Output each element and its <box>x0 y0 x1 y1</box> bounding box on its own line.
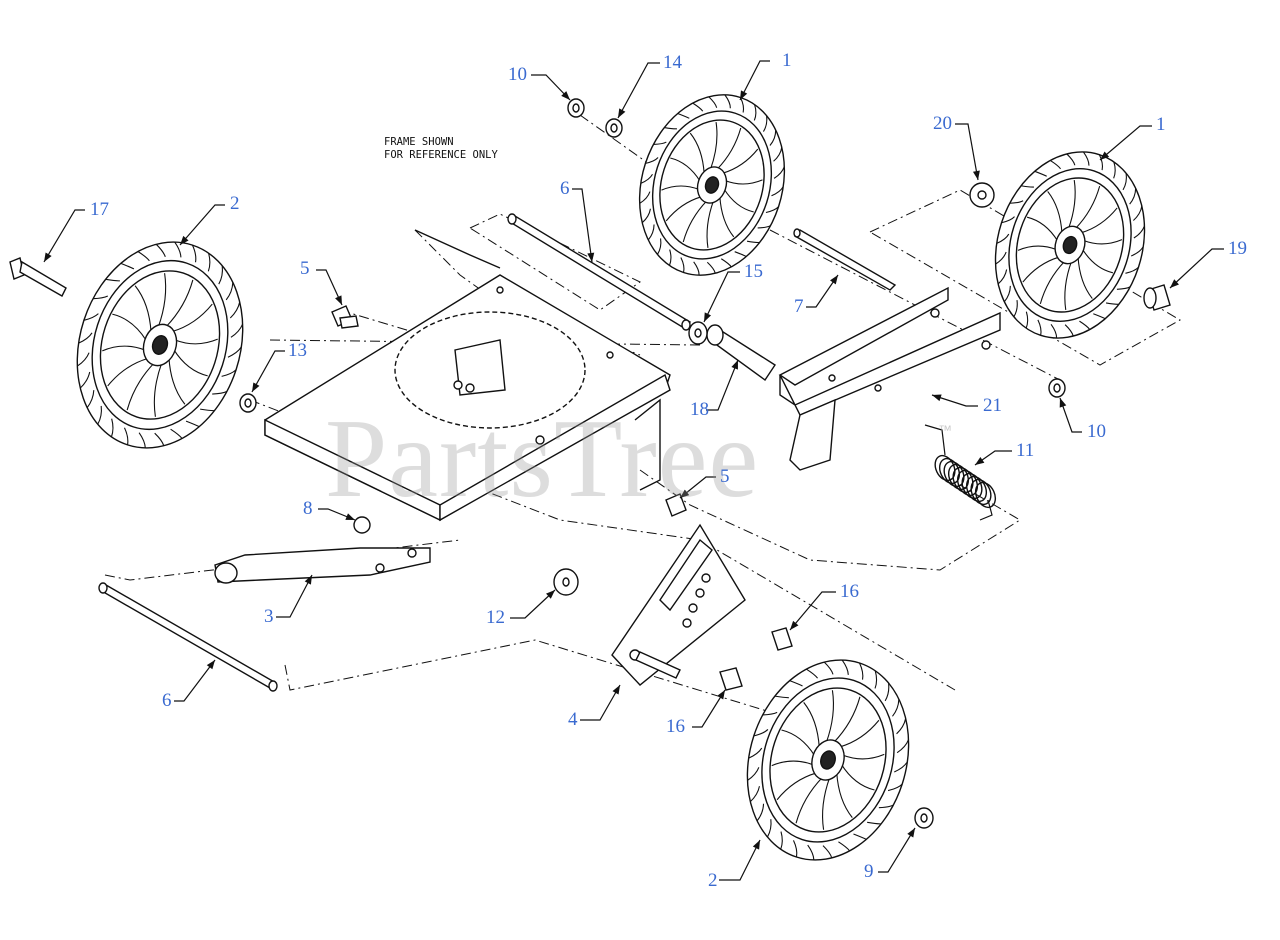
bushing-19 <box>1143 284 1171 311</box>
callout-14[interactable]: 14 <box>663 52 682 73</box>
axle-rod-6-upper <box>507 213 692 331</box>
callout-10-right[interactable]: 10 <box>1087 421 1106 442</box>
callout-11[interactable]: 11 <box>1016 440 1035 461</box>
bolts <box>9 257 793 691</box>
callout-7[interactable]: 7 <box>794 296 804 317</box>
callout-6-upper[interactable]: 6 <box>560 178 570 199</box>
callout-leader-lines <box>43 60 1224 881</box>
washers-and-nuts <box>239 98 1066 829</box>
spring-11 <box>924 424 997 521</box>
callout-12[interactable]: 12 <box>486 607 505 628</box>
callout-8[interactable]: 8 <box>303 498 313 519</box>
callout-4[interactable]: 4 <box>568 709 578 730</box>
bracket-21 <box>778 286 1001 471</box>
callout-17[interactable]: 17 <box>90 199 109 220</box>
wheel-top-center <box>638 94 786 276</box>
callout-18[interactable]: 18 <box>690 399 709 420</box>
callout-5-left[interactable]: 5 <box>300 258 310 279</box>
callout-15[interactable]: 15 <box>744 261 763 282</box>
callout-16-lower[interactable]: 16 <box>666 716 685 737</box>
callout-2-bottom[interactable]: 2 <box>708 870 718 891</box>
watermark-trademark: ™ <box>938 422 952 438</box>
wheel-right <box>994 151 1146 339</box>
wheel-front-bottom <box>746 659 910 861</box>
callout-13[interactable]: 13 <box>288 340 307 361</box>
callout-21[interactable]: 21 <box>983 395 1002 416</box>
callout-5-right[interactable]: 5 <box>720 466 730 487</box>
callout-6-lower[interactable]: 6 <box>162 690 172 711</box>
callout-2-left[interactable]: 2 <box>230 193 240 214</box>
callout-20[interactable]: 20 <box>933 113 952 134</box>
callout-1-upper[interactable]: 1 <box>782 50 792 71</box>
wheel-left-rear <box>76 241 244 449</box>
callout-3[interactable]: 3 <box>264 606 274 627</box>
spacer-18 <box>706 324 776 381</box>
wheels-group <box>76 94 1146 861</box>
callout-16-right[interactable]: 16 <box>840 581 859 602</box>
height-adjust-plate <box>611 523 746 686</box>
frame-reference <box>264 229 671 522</box>
callout-9[interactable]: 9 <box>864 861 874 882</box>
frame-reference-note: FRAME SHOWN FOR REFERENCE ONLY <box>384 136 498 162</box>
callout-1-right[interactable]: 1 <box>1156 114 1166 135</box>
axle-rod-6-lower <box>98 582 278 692</box>
callout-19[interactable]: 19 <box>1228 238 1247 259</box>
callout-10-upper[interactable]: 10 <box>508 64 527 85</box>
lever-3 <box>214 547 431 584</box>
axle-rod-7 <box>793 228 897 291</box>
spacer-20 <box>969 182 995 208</box>
